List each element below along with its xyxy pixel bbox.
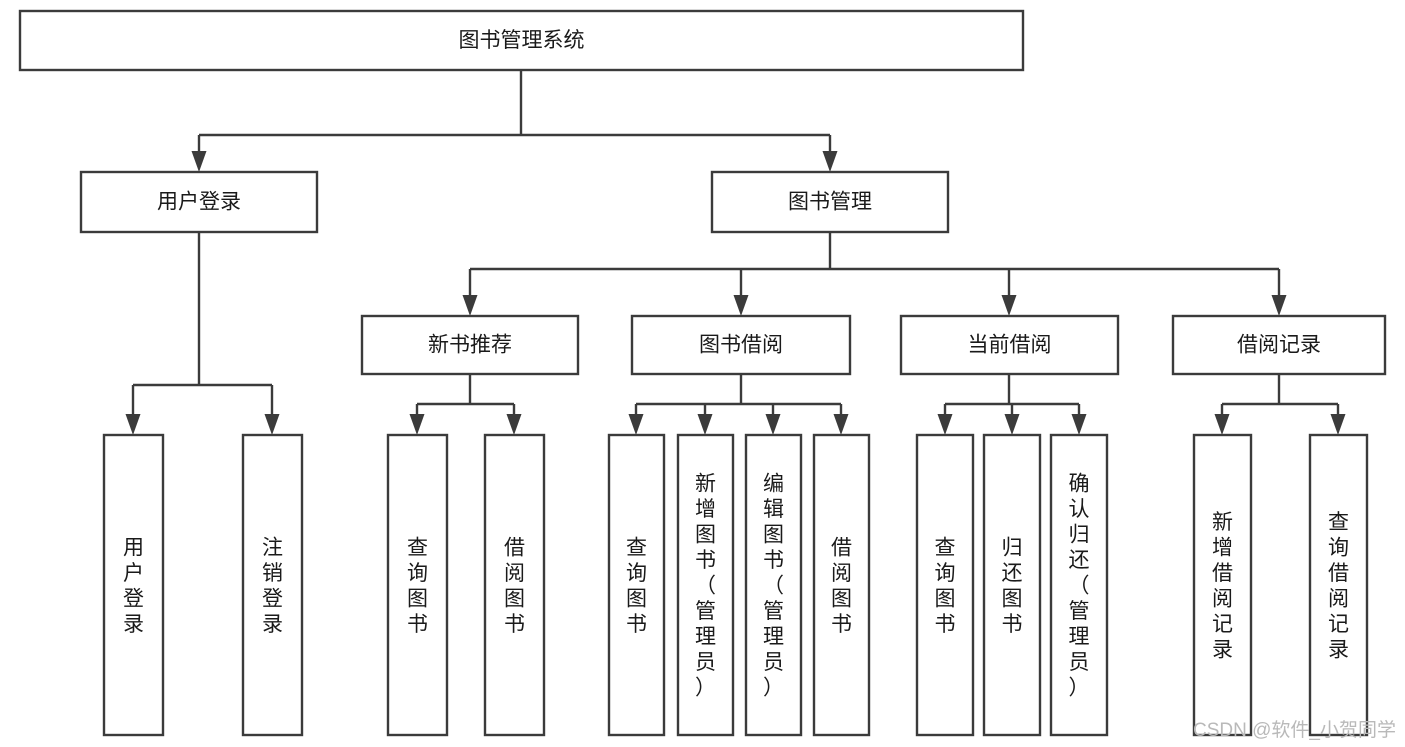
node-label-leaf-add-borrow-record: 新增借阅记录 (1212, 511, 1233, 662)
node-box-leaf-user-login (102, 433, 165, 737)
node-label-leaf-query-book-recommend: 查询图书 (407, 536, 428, 636)
arrow-head-icon (409, 414, 425, 435)
connector-book_borrow_to_leaves (628, 374, 849, 435)
arrow-head-icon (506, 414, 522, 435)
node-label-borrow-record: 借阅记录 (1237, 334, 1321, 357)
nodes-layer: 图书管理系统用户登录图书管理新书推荐图书借阅当前借阅借阅记录用户登录注销登录查询… (18, 9, 1387, 737)
node-leaf-return-book[interactable]: 归还图书 (982, 433, 1042, 737)
connector-new_book_recommend_to_leaves (409, 374, 522, 435)
node-leaf-borrow-book-recommend[interactable]: 借阅图书 (483, 433, 546, 737)
connector-borrow_record_to_leaves (1214, 374, 1346, 435)
node-label-leaf-user-login: 用户登录 (123, 536, 144, 636)
node-box-leaf-add-book-admin (676, 433, 735, 737)
node-box-leaf-query-book-recommend (386, 433, 449, 737)
node-leaf-query-book-recommend[interactable]: 查询图书 (386, 433, 449, 737)
node-leaf-add-borrow-record[interactable]: 新增借阅记录 (1192, 433, 1253, 737)
node-book-manage[interactable]: 图书管理 (710, 170, 950, 234)
connector-book_manage_to_level2 (462, 232, 1287, 316)
node-box-leaf-query-book-current (915, 433, 975, 737)
arrow-head-icon (1001, 295, 1017, 316)
node-leaf-query-borrow-record[interactable]: 查询借阅记录 (1308, 433, 1369, 737)
node-root[interactable]: 图书管理系统 (18, 9, 1025, 72)
node-leaf-query-book-borrow[interactable]: 查询图书 (607, 433, 666, 737)
node-borrow-record[interactable]: 借阅记录 (1171, 314, 1387, 376)
arrow-head-icon (1071, 414, 1087, 435)
node-label-leaf-query-book-current: 查询图书 (935, 536, 956, 636)
node-box-leaf-user-logout (241, 433, 304, 737)
node-box-current-borrow (899, 314, 1120, 376)
arrow-head-icon (191, 151, 207, 172)
arrow-head-icon (697, 414, 713, 435)
node-box-borrow-record (1171, 314, 1387, 376)
arrow-head-icon (1271, 295, 1287, 316)
node-leaf-query-book-current[interactable]: 查询图书 (915, 433, 975, 737)
node-box-leaf-return-book (982, 433, 1042, 737)
node-label-leaf-return-book: 归还图书 (1002, 536, 1023, 636)
arrow-head-icon (462, 295, 478, 316)
arrow-head-icon (628, 414, 644, 435)
node-label-root: 图书管理系统 (459, 29, 585, 52)
arrow-head-icon (937, 414, 953, 435)
arrow-head-icon (733, 295, 749, 316)
node-box-leaf-borrow-book (812, 433, 871, 737)
arrow-head-icon (264, 414, 280, 435)
node-label-leaf-query-book-borrow: 查询图书 (626, 536, 647, 636)
connector-current_borrow_to_leaves (937, 374, 1087, 435)
node-box-book-manage (710, 170, 950, 234)
arrow-head-icon (1330, 414, 1346, 435)
node-book-borrow[interactable]: 图书借阅 (630, 314, 852, 376)
node-label-leaf-confirm-return-admin: 确认归还（管理员） (1069, 473, 1090, 700)
watermark-label: CSDN @软件_小贺同学 (1193, 719, 1396, 741)
node-box-leaf-query-book-borrow (607, 433, 666, 737)
node-box-root (18, 9, 1025, 72)
arrow-head-icon (1004, 414, 1020, 435)
node-box-book-borrow (630, 314, 852, 376)
arrow-head-icon (1214, 414, 1230, 435)
connector-user_login_to_leaves (125, 232, 280, 435)
node-current-borrow[interactable]: 当前借阅 (899, 314, 1120, 376)
node-box-leaf-add-borrow-record (1192, 433, 1253, 737)
arrow-head-icon (765, 414, 781, 435)
arrow-head-icon (125, 414, 141, 435)
node-label-current-borrow: 当前借阅 (968, 334, 1052, 357)
node-leaf-edit-book-admin[interactable]: 编辑图书（管理员） (744, 433, 803, 737)
node-label-leaf-borrow-book-recommend: 借阅图书 (504, 536, 525, 636)
node-label-leaf-edit-book-admin: 编辑图书（管理员） (763, 473, 784, 700)
node-box-leaf-edit-book-admin (744, 433, 803, 737)
arrow-head-icon (833, 414, 849, 435)
connector-root_to_level1 (191, 70, 838, 172)
node-label-leaf-user-logout: 注销登录 (262, 536, 283, 636)
node-leaf-confirm-return-admin[interactable]: 确认归还（管理员） (1049, 433, 1109, 737)
node-box-leaf-confirm-return-admin (1049, 433, 1109, 737)
node-user-login[interactable]: 用户登录 (79, 170, 319, 234)
node-label-leaf-query-borrow-record: 查询借阅记录 (1328, 511, 1349, 662)
node-label-new-book-recommend: 新书推荐 (428, 334, 512, 357)
node-leaf-user-login[interactable]: 用户登录 (102, 433, 165, 737)
node-box-new-book-recommend (360, 314, 580, 376)
node-label-leaf-borrow-book: 借阅图书 (831, 536, 852, 636)
connectors-layer (125, 70, 1346, 435)
node-leaf-add-book-admin[interactable]: 新增图书（管理员） (676, 433, 735, 737)
node-label-book-manage: 图书管理 (788, 191, 872, 214)
node-leaf-user-logout[interactable]: 注销登录 (241, 433, 304, 737)
node-label-leaf-add-book-admin: 新增图书（管理员） (695, 473, 716, 700)
node-box-leaf-borrow-book-recommend (483, 433, 546, 737)
node-box-user-login (79, 170, 319, 234)
node-label-book-borrow: 图书借阅 (699, 334, 783, 357)
node-leaf-borrow-book[interactable]: 借阅图书 (812, 433, 871, 737)
node-box-leaf-query-borrow-record (1308, 433, 1369, 737)
node-label-user-login: 用户登录 (157, 191, 241, 214)
node-new-book-recommend[interactable]: 新书推荐 (360, 314, 580, 376)
arrow-head-icon (822, 151, 838, 172)
